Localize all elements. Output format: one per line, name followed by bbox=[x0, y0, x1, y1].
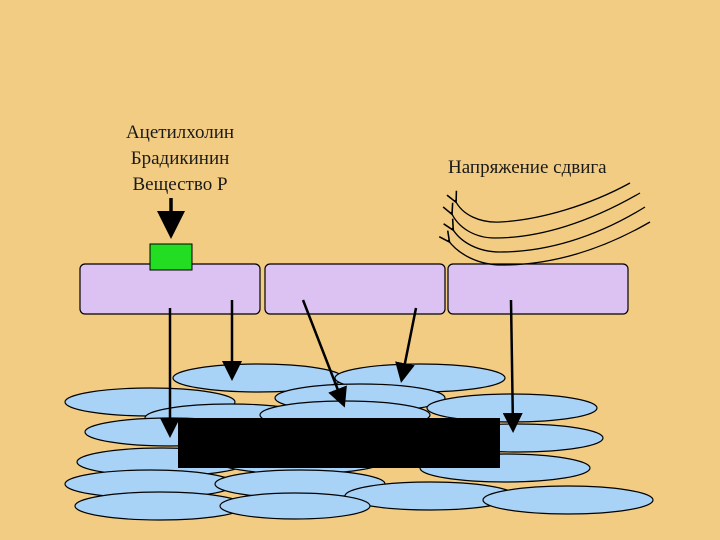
black-label-box bbox=[178, 418, 500, 468]
shear-arrow bbox=[455, 183, 630, 222]
shear-arrow bbox=[448, 222, 650, 265]
endothelial-cell bbox=[448, 264, 628, 314]
shear-stress-arrows bbox=[448, 183, 650, 265]
smooth-muscle-cell bbox=[220, 493, 370, 519]
stimulus-substance-p: Вещество Р bbox=[100, 172, 260, 198]
stimulus-bradykinin: Брадикинин bbox=[100, 146, 260, 172]
smooth-muscle-cell bbox=[483, 486, 653, 514]
shear-arrow bbox=[452, 207, 645, 252]
receptor bbox=[150, 244, 192, 270]
shear-stress-label: Напряжение сдвига bbox=[448, 155, 688, 181]
stimulus-acetylcholine: Ацетилхолин bbox=[100, 120, 260, 146]
endothelial-layer bbox=[80, 264, 628, 314]
stimuli-label: Ацетилхолин Брадикинин Вещество Р bbox=[100, 120, 260, 198]
endothelial-cell bbox=[265, 264, 445, 314]
